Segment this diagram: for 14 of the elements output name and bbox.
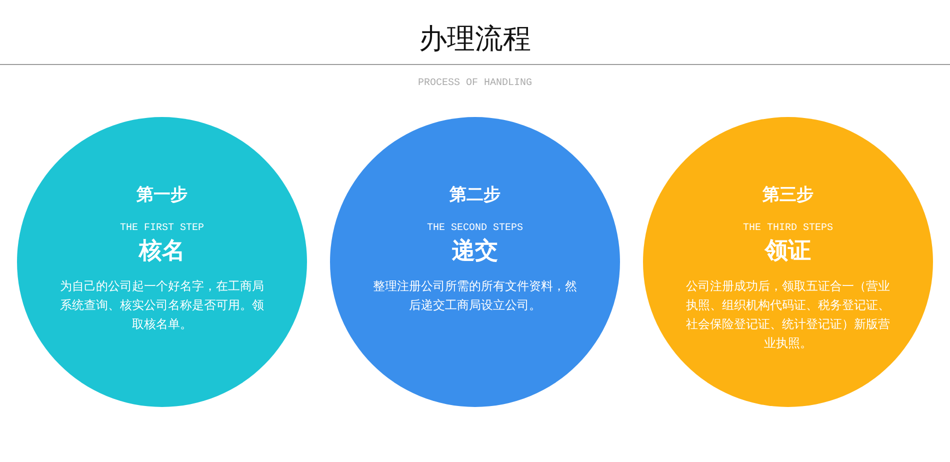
step-number: 第三步 bbox=[762, 184, 814, 206]
step-name: 核名 bbox=[139, 236, 185, 266]
step-subtitle: THE SECOND STEPS bbox=[426, 223, 523, 234]
step-name: 递交 bbox=[452, 236, 498, 266]
step-description: 公司注册成功后，领取五证合一（营业执照、组织机构代码证、税务登记证、社会保险登记证、统计登记证）新版营业执照。 bbox=[686, 278, 890, 352]
step-number: 第二步 bbox=[450, 184, 500, 206]
step-subtitle: THE THIRD STEPS bbox=[742, 223, 833, 234]
page-title: 办理流程 bbox=[419, 22, 531, 55]
subtitle: PROCESS OF HANDLING bbox=[418, 78, 532, 89]
step-number: 第一步 bbox=[136, 184, 188, 206]
step-subtitle: THE FIRST STEP bbox=[120, 223, 204, 234]
step-name: 领证 bbox=[765, 236, 811, 266]
step-description: 整理注册公司所需的所有文件资料，然后递交工商局设立公司。 bbox=[372, 278, 578, 314]
step-description: 为自己的公司起一个好名字，在工商局系统查询、核实公司名称是否可用。领取核名单。 bbox=[60, 278, 264, 333]
